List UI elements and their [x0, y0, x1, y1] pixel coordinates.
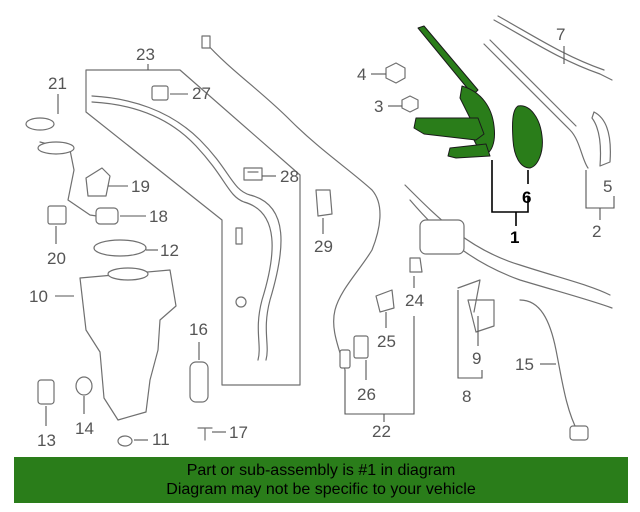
hose-group-outline: [85, 69, 301, 386]
callout-18: 18: [149, 207, 168, 226]
clip-25: [375, 289, 395, 313]
leader-8: [457, 290, 483, 379]
callout-7: 7: [556, 25, 565, 44]
linkage-bracket-9: [467, 299, 495, 333]
linkage-bracket-8: [457, 279, 481, 313]
wiper-arm-2: [483, 43, 589, 169]
seal-19: [85, 167, 111, 197]
washer-pump-16: [189, 361, 209, 403]
callout-6: 6: [522, 188, 531, 207]
callout-2: 2: [592, 222, 601, 241]
callout-15: 15: [515, 355, 534, 374]
washer-hose: [91, 95, 282, 361]
callout-22: 22: [372, 422, 391, 441]
clip-27: [151, 85, 169, 101]
callout-13: 13: [37, 431, 56, 450]
callout-20: 20: [47, 249, 66, 268]
washer-hose-15: [519, 299, 579, 433]
wiper-arm-cover-6[interactable]: [512, 105, 543, 169]
callout-9: 9: [472, 349, 481, 368]
callout-28: 28: [280, 167, 299, 186]
callout-3: 3: [374, 97, 383, 116]
clip-29: [315, 189, 333, 217]
nut-3: [401, 95, 419, 113]
clip-24: [409, 257, 423, 273]
wiper-blade-7b: [497, 15, 605, 71]
nozzle-15: [569, 425, 589, 441]
callout-21: 21: [48, 74, 67, 93]
connector-26b: [339, 349, 351, 369]
arm-spindle: [447, 143, 491, 159]
leader-22: [344, 316, 415, 422]
clip-28: [243, 167, 263, 181]
reservoir-cap-12: [93, 239, 147, 257]
callout-5: 5: [603, 177, 612, 196]
banner-line-2: Diagram may not be specific to your vehi…: [166, 481, 476, 498]
wiper-blade-7: [493, 19, 613, 81]
callout-17: 17: [229, 423, 248, 442]
callout-10: 10: [29, 287, 48, 306]
arm-rod: [417, 25, 479, 96]
wiper-arm-assembly-1[interactable]: [413, 25, 495, 159]
callout-23: 23: [136, 45, 155, 64]
arm-base: [413, 117, 485, 141]
callout-24: 24: [405, 291, 424, 310]
callout-4: 4: [357, 65, 366, 84]
washer-hose-2: [91, 101, 273, 361]
callout-25: 25: [377, 332, 396, 351]
callout-26: 26: [357, 385, 376, 404]
wiper-motor: [419, 219, 465, 255]
cover-body: [512, 105, 543, 169]
callout-16: 16: [189, 320, 208, 339]
connector-26: [353, 335, 369, 359]
screw-17: [197, 427, 213, 441]
arm-cover-5: [591, 111, 611, 167]
callout-29: 29: [314, 237, 333, 256]
info-banner: Part or sub-assembly is #1 in diagram Di…: [14, 457, 628, 503]
reservoir-neck: [107, 267, 149, 281]
leader-2: [585, 170, 615, 220]
wiper-arm-2b: [489, 39, 577, 127]
exploded-view: 1 6 2 3 4 5 7 8 9 10 11 12 13 14 15 16 1…: [25, 15, 615, 450]
grommet-11: [117, 435, 133, 447]
leader-lines: [45, 46, 615, 441]
callout-11: 11: [152, 430, 170, 449]
callout-1: 1: [510, 228, 519, 247]
callout-14: 14: [75, 419, 94, 438]
filler-top: [37, 141, 75, 155]
wiper-linkage: [404, 184, 611, 296]
callout-8: 8: [462, 387, 471, 406]
level-sensor-13: [37, 379, 55, 405]
hose-end-fitting: [201, 35, 211, 49]
leader-1: [491, 160, 529, 226]
banner-line-1: Part or sub-assembly is #1 in diagram: [186, 462, 456, 479]
hose-clip: [235, 296, 247, 308]
callout-19: 19: [131, 177, 150, 196]
callout-12: 12: [160, 241, 179, 260]
washer-reservoir: [79, 269, 177, 421]
callout-27: 27: [192, 84, 211, 103]
grommet-14: [75, 376, 93, 396]
clamp-18: [95, 207, 119, 225]
long-washer-hose: [204, 41, 381, 371]
cap-21: [25, 117, 55, 131]
hose-connector: [235, 227, 243, 245]
bracket-20: [47, 205, 67, 225]
nut-4: [385, 62, 406, 84]
